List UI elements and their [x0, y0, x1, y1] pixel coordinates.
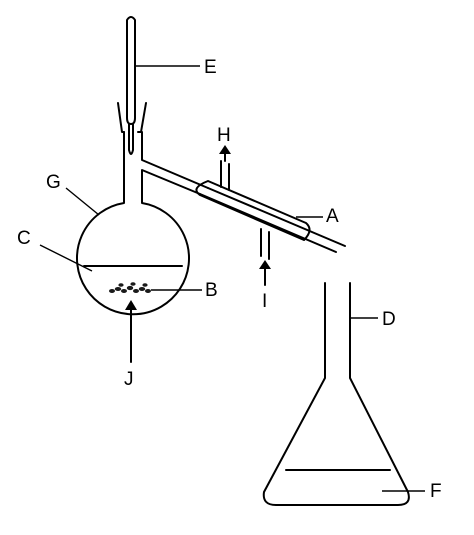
label-C: C [17, 228, 31, 249]
label-F: F [430, 481, 442, 502]
label-E: E [204, 57, 217, 78]
boiling-chips [109, 282, 151, 293]
label-H: H [217, 125, 231, 146]
label-D: D [382, 309, 396, 330]
water-inlet-arrow [259, 260, 271, 286]
water-outlet-arrow [219, 145, 231, 162]
label-G: G [46, 172, 61, 193]
leader-lines [39, 65, 425, 492]
receiving-flask [262, 282, 410, 506]
thermometer [126, 16, 136, 155]
condenser [195, 160, 346, 260]
label-B: B [205, 280, 218, 301]
heat-arrow [125, 300, 137, 363]
round-bottom-flask [76, 131, 209, 316]
label-A: A [326, 206, 339, 227]
label-I: I [262, 291, 267, 312]
label-J: J [124, 369, 134, 390]
